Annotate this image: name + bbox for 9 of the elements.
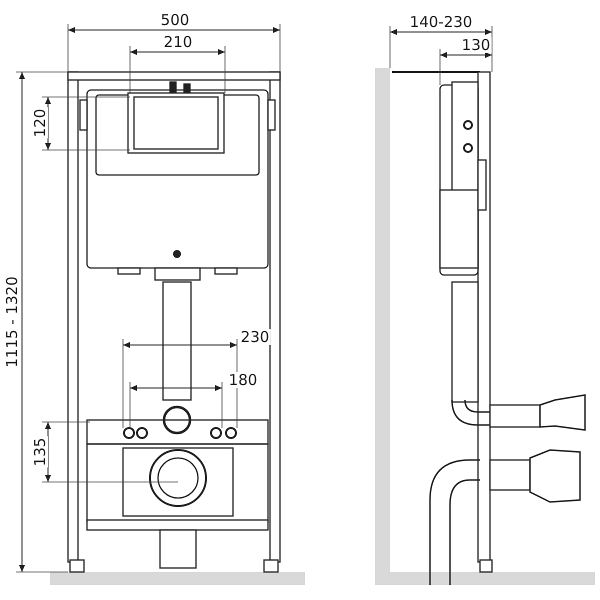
dimension-label: 120 [32,108,48,138]
dimension-label: 230 [240,329,270,345]
dimension-label: 500 [160,12,190,28]
dimension-label: 180 [228,372,258,388]
dimension-label: 140-230 [408,14,474,30]
dimension-label: 130 [460,37,492,53]
dimension-label: 135 [32,436,48,468]
dimension-label: 210 [162,34,194,50]
dimension-label: 1115 - 1320 [4,275,20,369]
